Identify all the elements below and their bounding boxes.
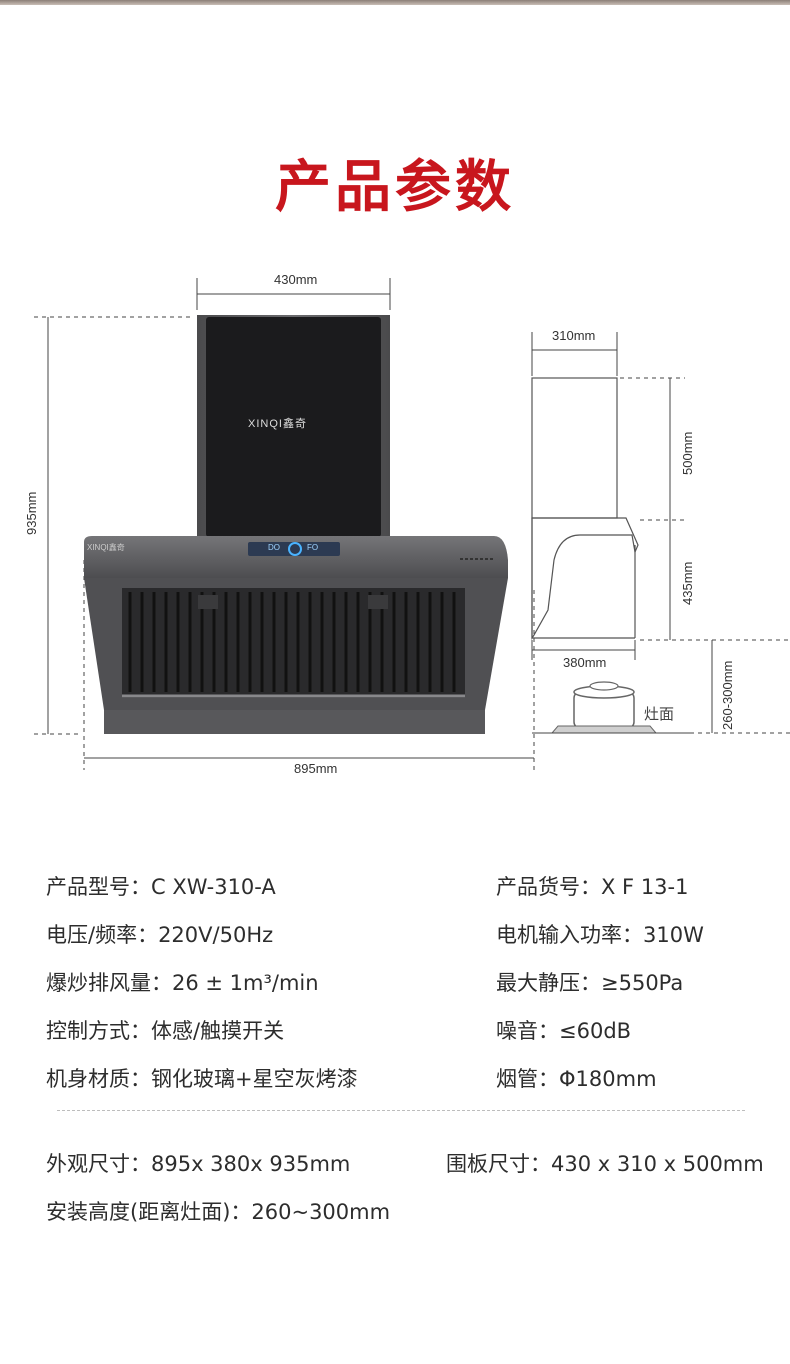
spec-item-number: 产品货号：X F 13-1 bbox=[496, 875, 689, 899]
brand-logo: XINQI鑫奇 bbox=[248, 418, 307, 430]
dim-height-total: 935mm bbox=[24, 491, 39, 535]
dim-side-width-top: 310mm bbox=[552, 328, 596, 343]
dim-side-depth: 380mm bbox=[563, 655, 607, 670]
dim-width-top: 430mm bbox=[274, 272, 318, 287]
spec-duct: 烟管：Φ180mm bbox=[496, 1067, 657, 1091]
spec-outer-dimensions: 外观尺寸：895x 380x 935mm bbox=[46, 1152, 351, 1176]
spec-static-pressure: 最大静压：≥550Pa bbox=[496, 971, 684, 995]
front-view-diagram bbox=[34, 278, 535, 770]
dim-side-height-bottom: 435mm bbox=[680, 561, 695, 605]
dim-side-height-top: 500mm bbox=[680, 431, 695, 475]
spec-material: 机身材质：钢化玻璃+星空灰烤漆 bbox=[46, 1067, 358, 1091]
page-title: 产品参数 bbox=[275, 155, 515, 220]
spec-control: 控制方式：体感/触摸开关 bbox=[46, 1019, 285, 1043]
side-view-diagram bbox=[531, 332, 790, 734]
spec-model: 产品型号：C XW-310-A bbox=[46, 875, 276, 899]
spec-airflow: 爆炒排风量：26 ± 1m³/min bbox=[46, 971, 319, 995]
divider bbox=[57, 1110, 745, 1111]
brand-logo-small: XINQI鑫奇 bbox=[87, 543, 125, 552]
spec-voltage: 电压/频率：220V/50Hz bbox=[46, 923, 274, 947]
dim-install-height: 260-300mm bbox=[720, 660, 735, 730]
spec-noise: 噪音：≤60dB bbox=[496, 1019, 632, 1043]
panel-left-display: DO bbox=[268, 543, 280, 552]
top-decor-strip bbox=[0, 0, 790, 5]
spec-motor-power: 电机输入功率：310W bbox=[496, 923, 704, 947]
spec-panel-dimensions: 围板尺寸：430 x 310 x 500mm bbox=[446, 1152, 764, 1176]
dim-width-bottom: 895mm bbox=[294, 761, 338, 776]
panel-right-display: FO bbox=[307, 543, 319, 552]
stove-label: 灶面 bbox=[644, 705, 675, 723]
spec-install-height: 安装高度(距离灶面)：260~300mm bbox=[46, 1200, 391, 1224]
